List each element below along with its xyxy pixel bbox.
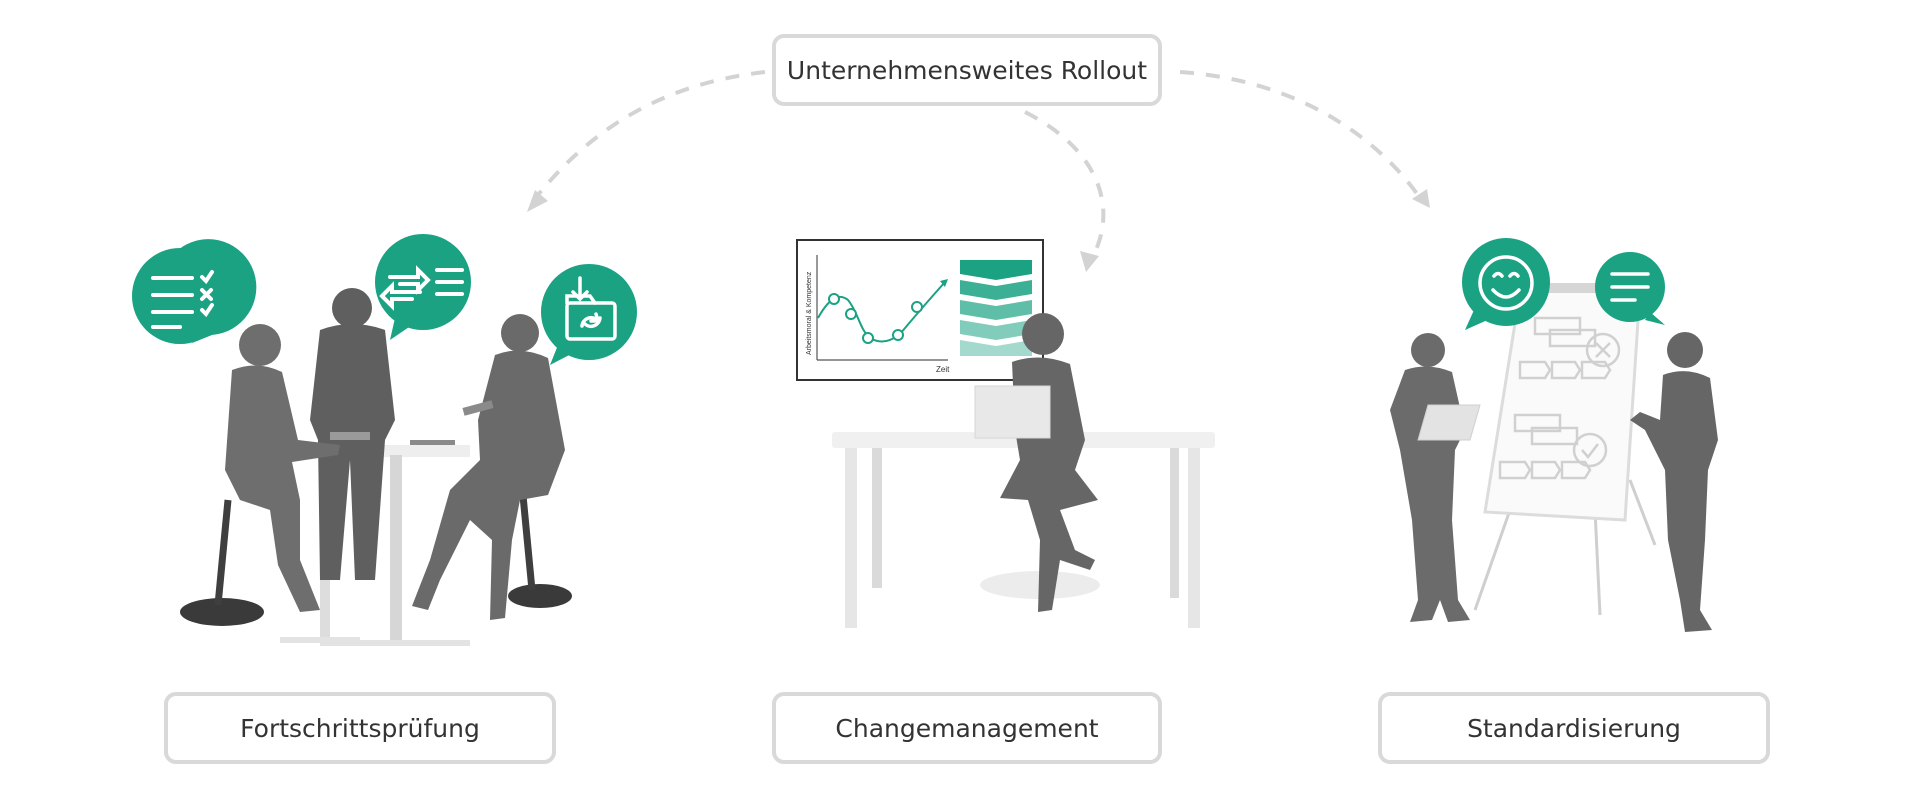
- station-label-changemanagement: Changemanagement: [772, 692, 1162, 764]
- chart-ylabel: Arbeitsmoral & Kompetenz: [806, 271, 813, 355]
- station-label-standardisierung: Standardisierung: [1378, 692, 1770, 764]
- top-label-rollout: Unternehmensweites Rollout: [772, 34, 1162, 106]
- smiley-icon: [1462, 238, 1550, 330]
- change-curve-chart: [816, 255, 948, 361]
- arrowhead-right: [1412, 189, 1430, 208]
- arrow-to-fortschritt: [528, 70, 766, 207]
- scene-team-table: [180, 288, 572, 646]
- download-folder-sync-icon: [541, 264, 637, 365]
- chevron-stack-icon: [960, 260, 1032, 356]
- station-label-fortschrittspruefung: Fortschrittsprüfung: [164, 692, 556, 764]
- arrowhead-mid: [1080, 251, 1099, 272]
- arrowhead-left: [527, 190, 548, 212]
- arrow-to-standard: [1179, 70, 1422, 200]
- scene-flipchart: [1390, 283, 1718, 632]
- scene-presentation-desk: Arbeitsmoral & Kompetenz Zeit: [796, 239, 1215, 628]
- arrow-to-change: [1024, 110, 1106, 263]
- exchange-list-icon: [375, 234, 471, 340]
- checklist-icon: [132, 239, 257, 344]
- text-lines-icon: [1595, 252, 1665, 325]
- chart-xlabel: Zeit: [936, 365, 950, 374]
